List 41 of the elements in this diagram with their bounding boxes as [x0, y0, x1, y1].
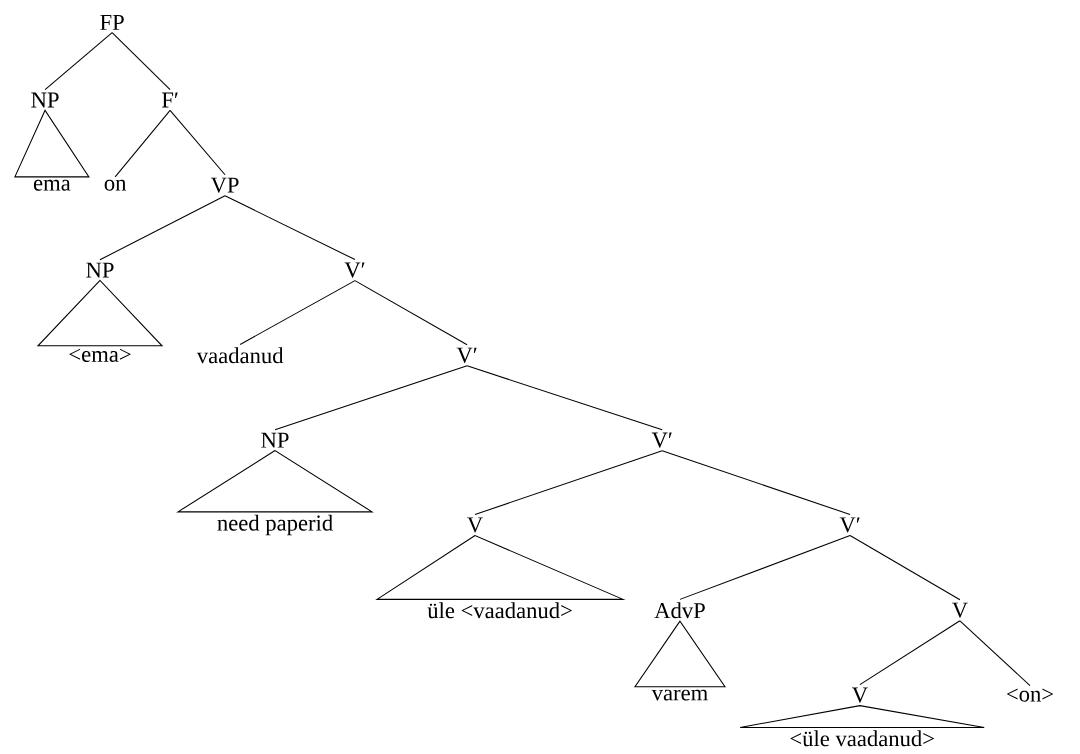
- branch-line: [661, 450, 851, 515]
- branch-line: [859, 620, 961, 686]
- tree-label: VP: [210, 177, 239, 193]
- tree-label: NP: [86, 262, 114, 278]
- tree-label: <ema>: [69, 348, 131, 362]
- tree-label: AdvP: [654, 602, 705, 619]
- branch-line: [224, 195, 356, 260]
- branch-line: [274, 365, 468, 431]
- branch-line: [169, 109, 226, 176]
- tree-label: V: [852, 687, 868, 703]
- tree-label: NP: [261, 432, 289, 448]
- branch-line: [44, 32, 113, 91]
- branch-line: [679, 534, 851, 600]
- tree-label: varem: [651, 689, 708, 701]
- branch-line: [959, 620, 1031, 687]
- tree-label: üle <vaadanud>: [427, 602, 572, 619]
- tree-label: V′: [456, 347, 477, 363]
- branch-line: [354, 279, 468, 346]
- branch-line: [114, 109, 171, 178]
- tree-label: NP: [31, 92, 59, 108]
- branch-line: [239, 279, 356, 345]
- tree-label: need paperid: [217, 514, 333, 536]
- triangle: [633, 620, 726, 688]
- tree-label: V′: [344, 262, 365, 278]
- tree-label: FP: [100, 14, 124, 30]
- tree-label: V′: [651, 432, 672, 448]
- branch-line: [99, 195, 226, 261]
- branch-line: [849, 534, 961, 601]
- branch-line: [474, 450, 663, 515]
- tree-label: ema: [33, 179, 71, 191]
- triangle: [14, 109, 90, 178]
- branch-line: [466, 365, 663, 431]
- tree-label: F′: [161, 92, 178, 108]
- tree-label: vaadanud: [196, 347, 284, 364]
- tree-label: <on>: [1007, 688, 1053, 702]
- tree-label: V′: [839, 517, 860, 533]
- branch-line: [111, 32, 171, 91]
- tree-label: V: [467, 517, 483, 533]
- tree-label: on: [104, 179, 127, 191]
- tree-label: <üle vaadanud>: [790, 730, 934, 747]
- tree-label: V: [952, 602, 968, 618]
